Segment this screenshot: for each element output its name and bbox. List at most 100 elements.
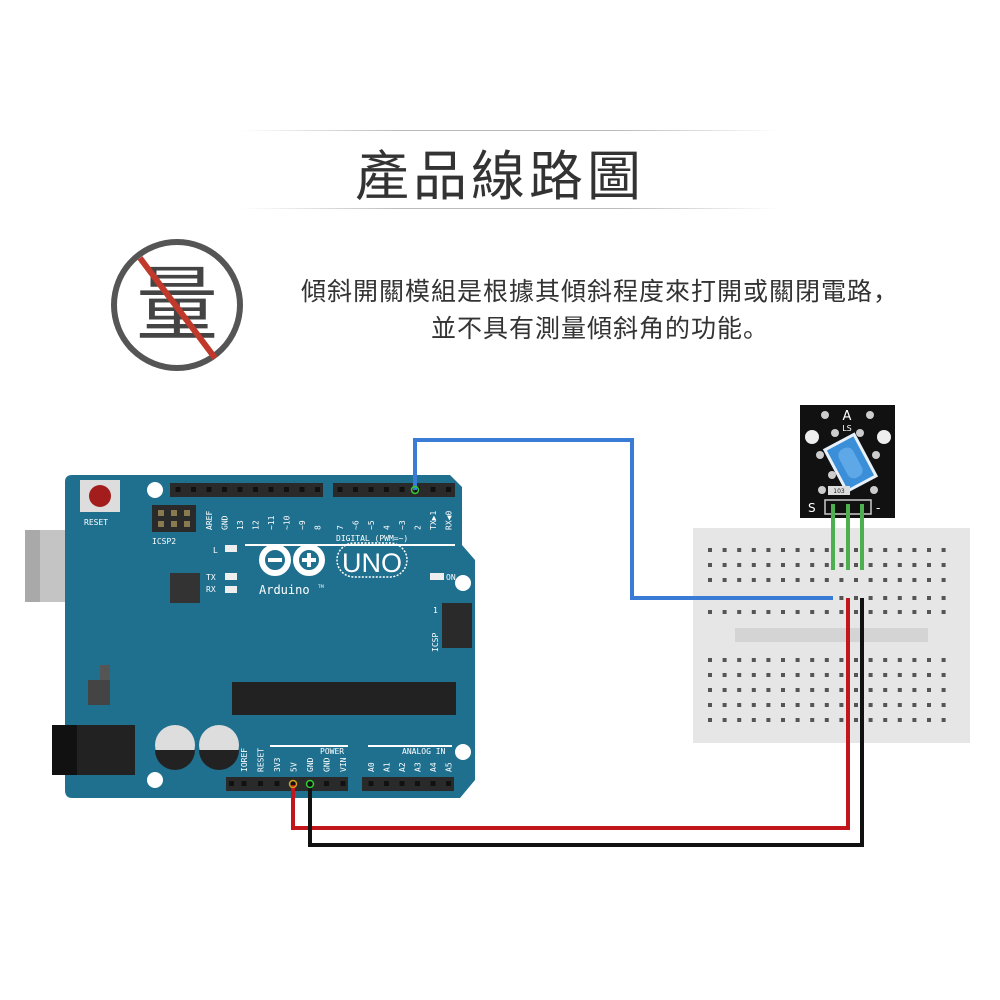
breadboard-hole[interactable]: [912, 596, 917, 600]
breadboard-hole[interactable]: [824, 548, 829, 552]
breadboard-hole[interactable]: [824, 703, 829, 707]
breadboard-hole[interactable]: [868, 688, 873, 692]
breadboard-hole[interactable]: [722, 563, 727, 567]
breadboard-hole[interactable]: [868, 658, 873, 662]
breadboard-hole[interactable]: [912, 688, 917, 692]
breadboard-hole[interactable]: [883, 596, 888, 600]
breadboard-hole[interactable]: [751, 578, 756, 582]
breadboard-hole[interactable]: [941, 688, 946, 692]
breadboard-hole[interactable]: [751, 548, 756, 552]
breadboard-hole[interactable]: [708, 563, 712, 567]
header-pin[interactable]: [337, 487, 343, 492]
breadboard-hole[interactable]: [912, 673, 917, 677]
breadboard-hole[interactable]: [781, 718, 785, 722]
breadboard-hole[interactable]: [941, 610, 946, 614]
power-pin[interactable]: [258, 781, 263, 786]
header-pin[interactable]: [430, 487, 436, 492]
breadboard-hole[interactable]: [839, 610, 844, 614]
header-pin[interactable]: [384, 487, 389, 492]
breadboard-hole[interactable]: [810, 688, 815, 692]
analog-pin[interactable]: [446, 781, 451, 786]
breadboard-hole[interactable]: [766, 658, 771, 662]
breadboard-hole[interactable]: [854, 688, 858, 692]
breadboard-hole[interactable]: [912, 578, 917, 582]
breadboard-hole[interactable]: [927, 548, 931, 552]
breadboard-hole[interactable]: [781, 610, 785, 614]
breadboard-hole[interactable]: [824, 578, 829, 582]
breadboard-hole[interactable]: [722, 673, 727, 677]
breadboard-hole[interactable]: [737, 578, 742, 582]
breadboard-hole[interactable]: [941, 673, 946, 677]
header-pin[interactable]: [206, 487, 212, 492]
power-pin[interactable]: [324, 781, 329, 786]
breadboard-hole[interactable]: [883, 658, 888, 662]
breadboard-hole[interactable]: [868, 578, 873, 582]
breadboard-hole[interactable]: [708, 703, 712, 707]
breadboard-hole[interactable]: [751, 688, 756, 692]
breadboard-hole[interactable]: [927, 596, 931, 600]
breadboard-hole[interactable]: [795, 658, 800, 662]
breadboard-hole[interactable]: [766, 673, 771, 677]
header-pin[interactable]: [237, 487, 243, 492]
breadboard-hole[interactable]: [737, 563, 742, 567]
breadboard-hole[interactable]: [781, 688, 785, 692]
header-pin[interactable]: [253, 487, 258, 492]
header-pin[interactable]: [353, 487, 358, 492]
breadboard-hole[interactable]: [766, 548, 771, 552]
breadboard-hole[interactable]: [795, 718, 800, 722]
breadboard-hole[interactable]: [722, 688, 727, 692]
header-pin[interactable]: [191, 487, 196, 492]
breadboard-hole[interactable]: [824, 718, 829, 722]
breadboard-hole[interactable]: [839, 563, 844, 567]
breadboard-hole[interactable]: [854, 563, 858, 567]
breadboard-hole[interactable]: [927, 718, 931, 722]
breadboard-hole[interactable]: [795, 673, 800, 677]
breadboard-hole[interactable]: [927, 563, 931, 567]
breadboard-hole[interactable]: [737, 658, 742, 662]
header-pin[interactable]: [368, 487, 374, 492]
breadboard-hole[interactable]: [868, 548, 873, 552]
breadboard-hole[interactable]: [941, 703, 946, 707]
header-pin[interactable]: [222, 487, 227, 492]
breadboard-hole[interactable]: [941, 578, 946, 582]
breadboard-hole[interactable]: [824, 563, 829, 567]
breadboard-hole[interactable]: [781, 703, 785, 707]
breadboard-hole[interactable]: [854, 718, 858, 722]
breadboard-hole[interactable]: [722, 578, 727, 582]
breadboard-hole[interactable]: [839, 658, 844, 662]
breadboard-hole[interactable]: [766, 718, 771, 722]
analog-pin[interactable]: [368, 781, 374, 786]
breadboard-hole[interactable]: [883, 563, 888, 567]
breadboard-hole[interactable]: [781, 673, 785, 677]
breadboard-hole[interactable]: [839, 548, 844, 552]
breadboard-hole[interactable]: [708, 610, 712, 614]
breadboard-hole[interactable]: [781, 548, 785, 552]
breadboard-hole[interactable]: [912, 548, 917, 552]
breadboard-hole[interactable]: [824, 658, 829, 662]
breadboard-hole[interactable]: [795, 610, 800, 614]
breadboard-hole[interactable]: [897, 563, 902, 567]
breadboard-hole[interactable]: [839, 688, 844, 692]
breadboard-hole[interactable]: [883, 703, 888, 707]
breadboard-hole[interactable]: [912, 563, 917, 567]
breadboard-hole[interactable]: [854, 548, 858, 552]
analog-pin[interactable]: [430, 781, 436, 786]
breadboard-hole[interactable]: [854, 658, 858, 662]
breadboard-hole[interactable]: [927, 658, 931, 662]
breadboard-hole[interactable]: [810, 563, 815, 567]
breadboard-hole[interactable]: [941, 718, 946, 722]
breadboard-hole[interactable]: [751, 658, 756, 662]
breadboard-hole[interactable]: [810, 673, 815, 677]
breadboard-hole[interactable]: [854, 610, 858, 614]
breadboard-hole[interactable]: [883, 610, 888, 614]
breadboard-hole[interactable]: [897, 688, 902, 692]
breadboard-hole[interactable]: [883, 578, 888, 582]
breadboard-hole[interactable]: [883, 718, 888, 722]
analog-pin[interactable]: [384, 781, 389, 786]
breadboard-hole[interactable]: [751, 718, 756, 722]
breadboard-hole[interactable]: [737, 703, 742, 707]
breadboard-hole[interactable]: [751, 703, 756, 707]
breadboard-hole[interactable]: [810, 703, 815, 707]
breadboard-hole[interactable]: [941, 658, 946, 662]
breadboard-hole[interactable]: [854, 596, 858, 600]
